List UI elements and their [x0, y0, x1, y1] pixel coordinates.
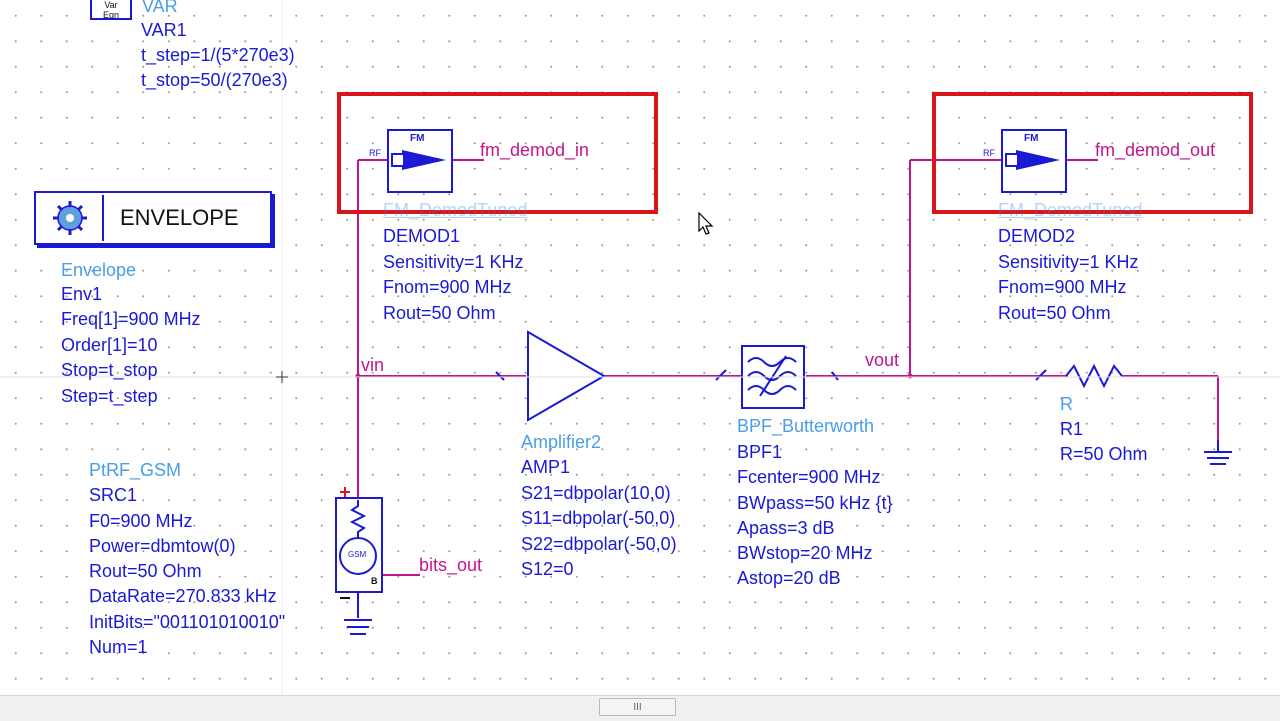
var-param-1: t_step=1/(5*270e3)	[141, 45, 295, 65]
envelope-controller[interactable]: ENVELOPE	[34, 191, 272, 245]
scrollbar-grip-icon: III	[633, 701, 642, 713]
highlight-box-demod2	[932, 92, 1253, 214]
demod1-output-net: fm_demod_in	[480, 140, 590, 160]
bpf-param-4: BWstop=20 MHz	[737, 543, 873, 563]
var-title: VAR	[142, 0, 178, 16]
source-param-6: Num=1	[89, 637, 148, 657]
demod1-symbol	[387, 129, 453, 193]
envelope-param-4: Step=t_step	[61, 386, 158, 406]
schematic-wiring	[0, 0, 1280, 695]
bpf-param-3: Apass=3 dB	[737, 518, 835, 538]
var-param-2: t_stop=50/(270e3)	[141, 70, 288, 90]
envelope-param-2: Order[1]=10	[61, 335, 158, 355]
demod1-pin-label: RF	[369, 148, 381, 158]
envelope-box-label: ENVELOPE	[120, 205, 239, 230]
bpf-name: BPF1	[737, 442, 783, 462]
bpf-param-5: Astop=20 dB	[737, 568, 841, 588]
net-label-vin: vin	[361, 355, 385, 375]
scrollbar-thumb[interactable]: III	[599, 698, 676, 716]
amplifier-symbol	[527, 330, 606, 422]
demod2-param-1: Sensitivity=1 KHz	[998, 252, 1139, 272]
gsm-pin-b: B	[371, 576, 378, 586]
highlight-box-demod1	[337, 92, 658, 214]
source-param-3: Rout=50 Ohm	[89, 561, 202, 581]
resistor-name: R1	[1060, 419, 1084, 439]
ground-r1	[1204, 440, 1232, 465]
source-param-1: F0=900 MHz	[89, 511, 193, 531]
resistor-param-1: R=50 Ohm	[1060, 444, 1148, 464]
demod2-symbol-title: FM	[1024, 133, 1039, 144]
var-eqn-icon-text: Var Eqn	[102, 0, 119, 20]
envelope-param-3: Stop=t_stop	[61, 360, 158, 380]
demod2-pin-label: RF	[983, 148, 995, 158]
net-label-bits-out: bits_out	[419, 555, 483, 575]
demod2-param-2: Fnom=900 MHz	[998, 277, 1127, 297]
demod2-symbol	[1001, 129, 1067, 193]
var-eqn-icon[interactable]: Var Eqn	[90, 0, 132, 20]
bpf-type: BPF_Butterworth	[737, 416, 875, 436]
demod2-name: DEMOD2	[998, 226, 1076, 246]
amp-name: AMP1	[521, 457, 571, 477]
amp-param-1: S21=dbpolar(10,0)	[521, 483, 671, 503]
demod2-type: FM_DemodTuned	[998, 200, 1143, 220]
demod1-param-3: Rout=50 Ohm	[383, 303, 496, 323]
envelope-param-1: Freq[1]=900 MHz	[61, 309, 201, 329]
net-label-vout: vout	[865, 350, 900, 370]
gsm-source-symbol	[335, 497, 383, 618]
demod1-param-1: Sensitivity=1 KHz	[383, 252, 524, 272]
bpf-param-2: BWpass=50 kHz {t}	[737, 493, 893, 513]
envelope-name: Env1	[61, 284, 103, 304]
resistor-type: R	[1060, 394, 1073, 414]
resistor-symbol	[1065, 363, 1123, 389]
source-param-5: InitBits="001101010010"	[89, 612, 286, 632]
amp-param-2: S11=dbpolar(-50,0)	[521, 508, 676, 528]
ground-src	[344, 619, 372, 635]
mouse-pointer-icon	[698, 212, 714, 235]
amp-type: Amplifier2	[521, 432, 602, 452]
demod1-symbol-title: FM	[410, 133, 425, 144]
demod1-type: FM_DemodTuned	[383, 200, 528, 220]
envelope-type: Envelope	[61, 260, 137, 280]
demod1-name: DEMOD1	[383, 226, 461, 246]
demod2-param-3: Rout=50 Ohm	[998, 303, 1111, 323]
amp-param-4: S12=0	[521, 559, 574, 579]
bpf-param-1: Fcenter=900 MHz	[737, 467, 881, 487]
source-param-4: DataRate=270.833 kHz	[89, 586, 277, 606]
var-name: VAR1	[141, 20, 187, 40]
envelope-gear-icon	[38, 195, 104, 241]
source-type: PtRF_GSM	[89, 460, 182, 480]
source-param-2: Power=dbmtow(0)	[89, 536, 236, 556]
gsm-symbol-text: GSM	[348, 550, 367, 559]
amp-param-3: S22=dbpolar(-50,0)	[521, 534, 677, 554]
demod1-param-2: Fnom=900 MHz	[383, 277, 512, 297]
demod2-output-net: fm_demod_out	[1095, 140, 1216, 160]
schematic-canvas[interactable]: Var Eqn VAR VAR1 t_step=1/(5*270e3) t_st…	[0, 0, 1280, 695]
source-name: SRC1	[89, 485, 138, 505]
